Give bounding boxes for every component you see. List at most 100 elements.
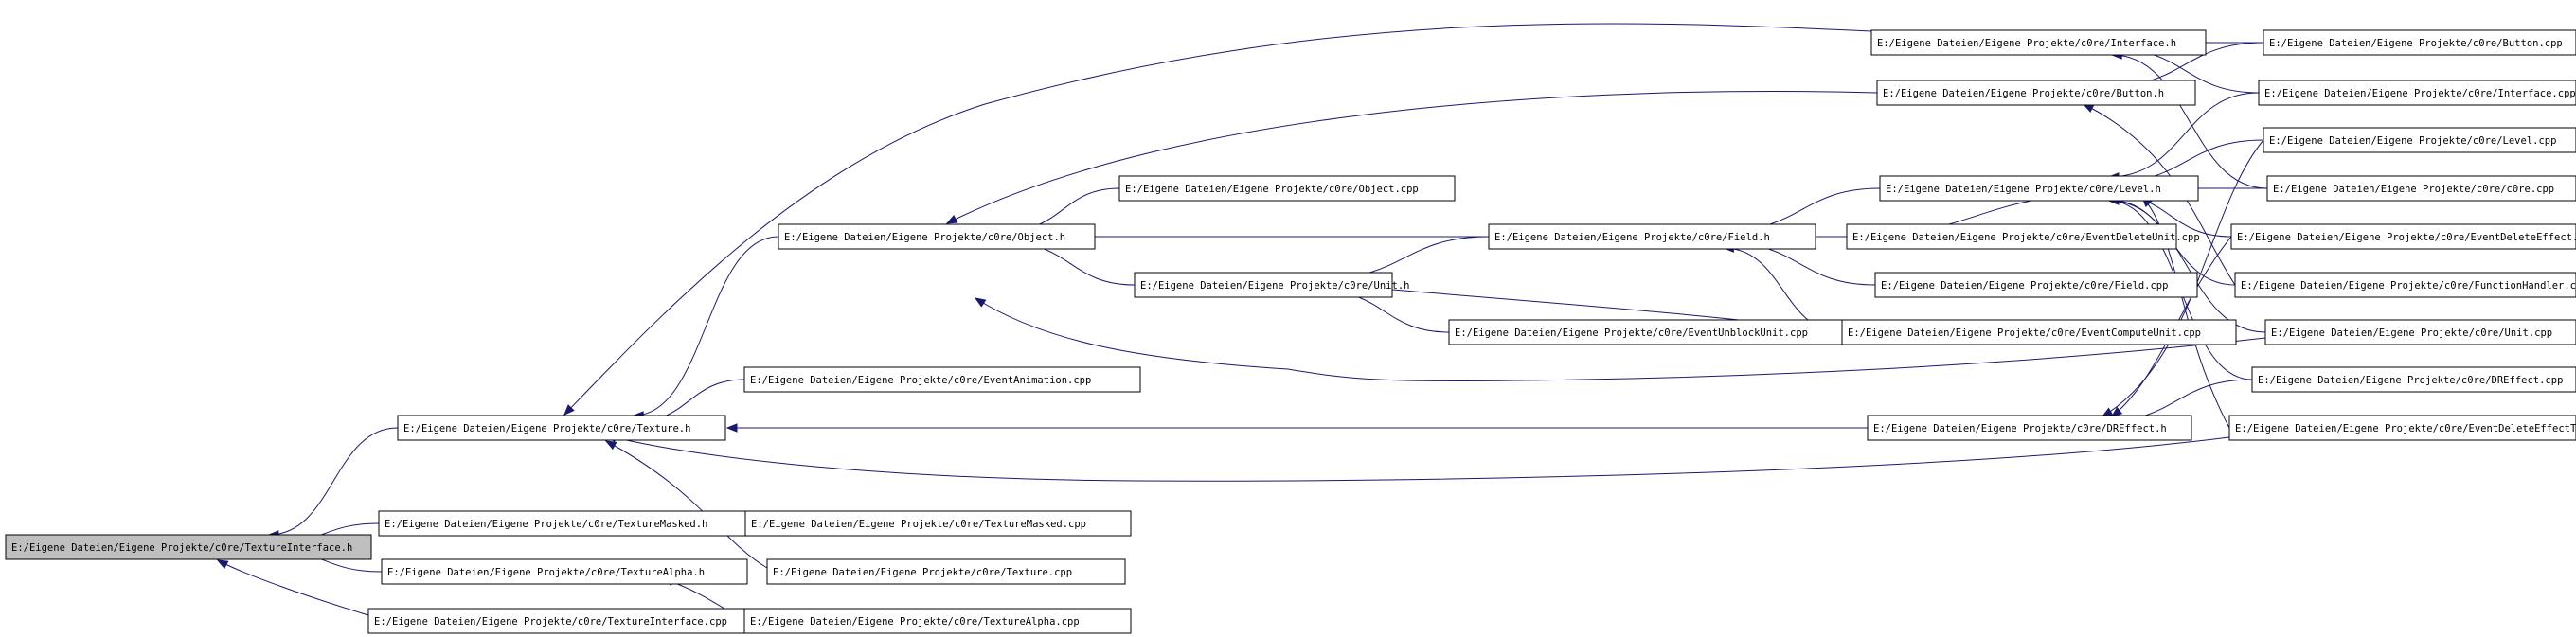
node-unit-h[interactable]: E:/Eigene Dateien/Eigene Projekte/c0re/U… <box>1134 272 1409 298</box>
node-box <box>2234 272 2576 298</box>
node-label: E:/Eigene Dateien/Eigene Projekte/c0re/E… <box>2237 232 2576 243</box>
node-box <box>1448 319 1848 345</box>
node-texture-interface-cpp[interactable]: E:/Eigene Dateien/Eigene Projekte/c0re/T… <box>367 608 756 634</box>
node-label: E:/Eigene Dateien/Eigene Projekte/c0re/E… <box>1455 327 1808 339</box>
node-box <box>2230 223 2576 250</box>
node-label: E:/Eigene Dateien/Eigene Projekte/c0re/E… <box>750 375 1091 386</box>
node-label: E:/Eigene Dateien/Eigene Projekte/c0re/E… <box>2235 423 2576 434</box>
node-object-cpp[interactable]: E:/Eigene Dateien/Eigene Projekte/c0re/O… <box>1118 175 1456 202</box>
node-box <box>1488 223 1816 250</box>
node-texture-cpp[interactable]: E:/Eigene Dateien/Eigene Projekte/c0re/T… <box>766 558 1126 585</box>
node-label: E:/Eigene Dateien/Eigene Projekte/c0re/I… <box>2264 88 2576 99</box>
node-level-cpp[interactable]: E:/Eigene Dateien/Eigene Projekte/c0re/L… <box>2263 127 2576 153</box>
node-interface-cpp[interactable]: E:/Eigene Dateien/Eigene Projekte/c0re/I… <box>2258 80 2576 106</box>
node-box <box>743 608 1132 634</box>
node-box <box>381 558 748 585</box>
node-label: E:/Eigene Dateien/Eigene Projekte/c0re/I… <box>1877 38 2176 49</box>
node-event-delete-effect-texture-cpp[interactable]: E:/Eigene Dateien/Eigene Projekte/c0re/E… <box>2228 415 2576 441</box>
node-unit-cpp[interactable]: E:/Eigene Dateien/Eigene Projekte/c0re/U… <box>2264 319 2576 345</box>
node-label: E:/Eigene Dateien/Eigene Projekte/c0re/F… <box>2241 280 2576 292</box>
node-label: E:/Eigene Dateien/Eigene Projekte/c0re/T… <box>374 616 727 628</box>
node-texture-masked-h[interactable]: E:/Eigene Dateien/Eigene Projekte/c0re/T… <box>378 510 747 537</box>
node-box <box>1876 80 2196 106</box>
node-label: E:/Eigene Dateien/Eigene Projekte/c0re/U… <box>2271 327 2552 339</box>
node-label: E:/Eigene Dateien/Eigene Projekte/c0re/E… <box>1852 232 2200 243</box>
node-box <box>1867 415 2192 441</box>
node-interface-h[interactable]: E:/Eigene Dateien/Eigene Projekte/c0re/I… <box>1870 29 2207 56</box>
node-box <box>743 366 1141 393</box>
node-c0re-cpp[interactable]: E:/Eigene Dateien/Eigene Projekte/c0re/c… <box>2266 175 2576 202</box>
node-box <box>2251 366 2576 393</box>
node-button-h[interactable]: E:/Eigene Dateien/Eigene Projekte/c0re/B… <box>1876 80 2196 106</box>
arrowhead-icon <box>604 440 617 451</box>
node-box <box>1841 319 2237 345</box>
node-box <box>1846 223 2177 250</box>
node-box <box>744 510 1132 537</box>
node-label: E:/Eigene Dateien/Eigene Projekte/c0re/T… <box>385 519 707 530</box>
node-layer: E:/Eigene Dateien/Eigene Projekte/c0re/T… <box>5 29 2576 634</box>
edge-c0re_cpp-to-interface_h <box>2112 54 2268 189</box>
node-texture-masked-cpp[interactable]: E:/Eigene Dateien/Eigene Projekte/c0re/T… <box>744 510 1132 537</box>
node-box <box>778 223 1096 250</box>
node-box <box>1874 272 2198 298</box>
node-event-unblock-unit-cpp[interactable]: E:/Eigene Dateien/Eigene Projekte/c0re/E… <box>1448 319 1848 345</box>
node-label: E:/Eigene Dateien/Eigene Projekte/c0re/E… <box>1848 327 2201 339</box>
node-event-compute-unit-cpp[interactable]: E:/Eigene Dateien/Eigene Projekte/c0re/E… <box>1841 319 2237 345</box>
node-field-cpp[interactable]: E:/Eigene Dateien/Eigene Projekte/c0re/F… <box>1874 272 2198 298</box>
node-box <box>1118 175 1456 202</box>
node-label: E:/Eigene Dateien/Eigene Projekte/c0re/T… <box>403 423 690 434</box>
node-label: E:/Eigene Dateien/Eigene Projekte/c0re/O… <box>784 232 1065 243</box>
node-box <box>2266 175 2576 202</box>
node-label: E:/Eigene Dateien/Eigene Projekte/c0re/F… <box>1494 232 1770 243</box>
node-box <box>367 608 756 634</box>
edge-texture_h-to-texture_interface_h <box>268 427 399 536</box>
node-object-h[interactable]: E:/Eigene Dateien/Eigene Projekte/c0re/O… <box>778 223 1096 250</box>
edge-object_h-to-texture_h <box>634 236 779 416</box>
node-texture-alpha-cpp[interactable]: E:/Eigene Dateien/Eigene Projekte/c0re/T… <box>743 608 1132 634</box>
node-label: E:/Eigene Dateien/Eigene Projekte/c0re/T… <box>751 519 1086 530</box>
edge-interface_h-to-texture_h <box>564 23 1872 416</box>
node-label: E:/Eigene Dateien/Eigene Projekte/c0re/B… <box>1883 88 2164 99</box>
node-box <box>2228 415 2576 441</box>
edge-event_delete_effect_texture_cpp-to-texture_h <box>605 434 2230 482</box>
node-level-h[interactable]: E:/Eigene Dateien/Eigene Projekte/c0re/L… <box>1879 175 2199 202</box>
node-event-animation-cpp[interactable]: E:/Eigene Dateien/Eigene Projekte/c0re/E… <box>743 366 1141 393</box>
arrowhead-icon <box>945 215 958 224</box>
edge-unit_cpp-to-level_h <box>2108 200 2266 333</box>
edge-unit_cpp-to-unit_h <box>975 297 2266 381</box>
node-label: E:/Eigene Dateien/Eigene Projekte/c0re/B… <box>2269 38 2563 49</box>
node-label: E:/Eigene Dateien/Eigene Projekte/c0re/D… <box>2258 375 2563 386</box>
edge-texture_interface_cpp-to-texture_interface_h <box>217 559 369 616</box>
node-box <box>2263 127 2576 153</box>
node-box <box>2263 29 2576 56</box>
node-texture-h[interactable]: E:/Eigene Dateien/Eigene Projekte/c0re/T… <box>397 415 726 441</box>
node-box <box>2258 80 2576 106</box>
arrowhead-icon <box>725 423 738 433</box>
node-box <box>766 558 1126 585</box>
node-dreffect-cpp[interactable]: E:/Eigene Dateien/Eigene Projekte/c0re/D… <box>2251 366 2576 393</box>
node-box <box>397 415 726 441</box>
node-box <box>2264 319 2576 345</box>
node-event-delete-unit-cpp[interactable]: E:/Eigene Dateien/Eigene Projekte/c0re/E… <box>1846 223 2200 250</box>
node-texture-interface-h[interactable]: E:/Eigene Dateien/Eigene Projekte/c0re/T… <box>5 534 372 560</box>
arrowhead-icon <box>2110 406 2123 417</box>
node-label: E:/Eigene Dateien/Eigene Projekte/c0re/F… <box>1881 280 2168 292</box>
node-label: E:/Eigene Dateien/Eigene Projekte/c0re/L… <box>2269 135 2556 147</box>
edge-texture_cpp-to-texture_h <box>605 440 768 569</box>
node-box <box>1134 272 1393 298</box>
node-button-cpp[interactable]: E:/Eigene Dateien/Eigene Projekte/c0re/B… <box>2263 29 2576 56</box>
edge-interface_cpp-to-level_h <box>2108 92 2260 178</box>
node-box <box>1870 29 2207 56</box>
node-label: E:/Eigene Dateien/Eigene Projekte/c0re/c… <box>2273 184 2554 195</box>
node-field-h[interactable]: E:/Eigene Dateien/Eigene Projekte/c0re/F… <box>1488 223 1816 250</box>
node-label: E:/Eigene Dateien/Eigene Projekte/c0re/T… <box>750 616 1080 628</box>
node-function-handler-cpp[interactable]: E:/Eigene Dateien/Eigene Projekte/c0re/F… <box>2234 272 2576 298</box>
arrowhead-icon <box>564 404 575 416</box>
node-label: E:/Eigene Dateien/Eigene Projekte/c0re/U… <box>1140 280 1409 292</box>
node-dreffect-h[interactable]: E:/Eigene Dateien/Eigene Projekte/c0re/D… <box>1867 415 2192 441</box>
node-texture-alpha-h[interactable]: E:/Eigene Dateien/Eigene Projekte/c0re/T… <box>381 558 748 585</box>
node-label: E:/Eigene Dateien/Eigene Projekte/c0re/T… <box>11 542 352 554</box>
node-event-delete-effect-cpp[interactable]: E:/Eigene Dateien/Eigene Projekte/c0re/E… <box>2230 223 2576 250</box>
arrowhead-icon <box>974 297 987 308</box>
node-box <box>5 534 372 560</box>
